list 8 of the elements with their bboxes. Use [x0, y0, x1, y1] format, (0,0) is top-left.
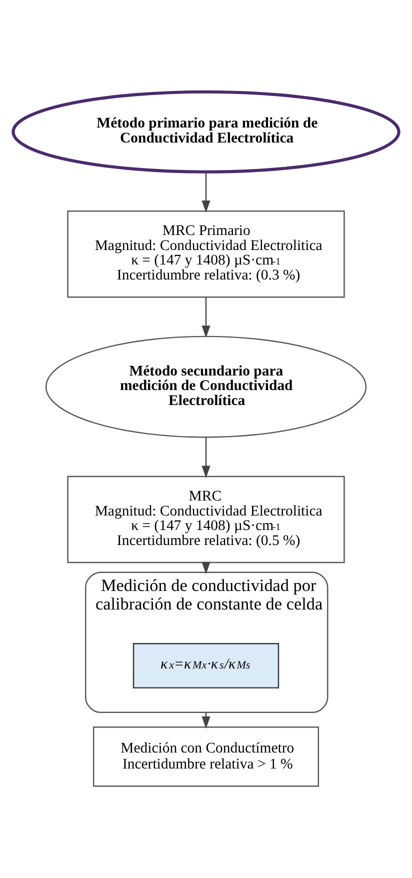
- node-ellipse: Método secundario para medición de Conductividad Electrolítica: [45, 336, 367, 438]
- node-box: κx=κMx·κs/κMs: [132, 642, 280, 688]
- node-box: Medición con Conductímetro Incertidumbre relativa > 1 %: [92, 726, 320, 787]
- arrow: [202, 437, 210, 478]
- node-box: MRC Primario Magnitud: Conductividad Electrolitica κ = (147 y 1408) µS·cm-1 Incertidumbre relativa: (0.3 %): [67, 210, 345, 298]
- arrow: [202, 297, 210, 338]
- arrow: [202, 172, 210, 213]
- node-ellipse: Método primario para medición de Conductividad Electrolítica: [12, 90, 400, 174]
